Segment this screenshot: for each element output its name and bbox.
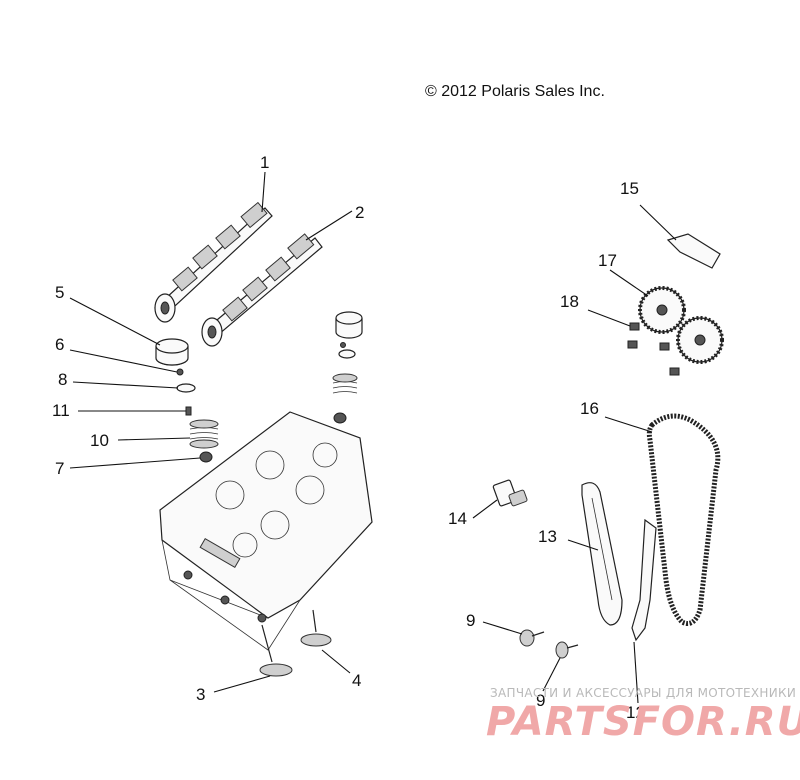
chain-tensioner-guide: [581, 482, 623, 626]
callout-15: 15: [620, 179, 639, 198]
callout-14: 14: [448, 509, 467, 528]
callout-16: 16: [580, 399, 599, 418]
valve-keeper-left: [176, 368, 184, 376]
chain-guide-upper: [666, 233, 721, 269]
callout-18: 18: [560, 292, 579, 311]
callout-6: 6: [55, 335, 64, 354]
callout-8: 8: [58, 370, 67, 389]
chain-guide-fixed: [631, 518, 657, 642]
sprocket-bolt: [669, 367, 680, 376]
tappet-bucket-left: [155, 338, 189, 366]
callout-12: 12: [626, 703, 645, 722]
callout-17: 17: [598, 251, 617, 270]
callout-5: 5: [55, 283, 64, 302]
sprocket-bolt: [629, 322, 640, 331]
valve-keeper-right: [340, 342, 346, 348]
callout-7: 7: [55, 459, 64, 478]
cam-sprocket-exhaust: [676, 316, 724, 364]
callout-9a: 9: [466, 611, 475, 630]
intake-valve: [259, 624, 293, 677]
callout-3: 3: [196, 685, 205, 704]
chain-tensioner: [492, 479, 528, 507]
spring-retainer-left: [176, 383, 196, 393]
guide-bolt: [555, 641, 579, 659]
callout-11: 11: [52, 401, 70, 420]
sprocket-bolt: [627, 340, 638, 349]
sprocket-bolt: [659, 342, 670, 351]
camshaft-exhaust: [201, 233, 323, 347]
callout-2: 2: [355, 203, 364, 222]
copyright-text: © 2012 Polaris Sales Inc.: [425, 83, 605, 100]
leader-lines: [69, 171, 677, 704]
cylinder-head: [159, 411, 373, 651]
valve-spring-right: [332, 373, 358, 394]
cam-chain: [646, 413, 721, 626]
valve-stem-seal-left: [199, 451, 213, 463]
guide-bolt: [519, 629, 545, 647]
valve-seal-small-left: [185, 406, 192, 416]
camshaft-intake: [154, 201, 273, 323]
exhaust-valve: [300, 609, 332, 647]
watermark-tagline: ЗАПЧАСТИ И АКСЕССУАРЫ ДЛЯ МОТОТЕХНИКИ: [490, 686, 796, 700]
callout-10: 10: [90, 431, 109, 450]
callout-4: 4: [352, 671, 361, 690]
tappet-bucket-right: [335, 311, 363, 339]
spring-retainer-right: [338, 349, 356, 359]
cam-sprocket-intake: [638, 286, 686, 334]
valve-stem-seal-right: [333, 412, 347, 424]
watermark-brand: PARTSFOR.RU: [486, 699, 800, 745]
callout-13: 13: [538, 527, 557, 546]
valve-spring-left: [189, 419, 219, 449]
callout-9b: 9: [536, 691, 545, 710]
callout-1: 1: [260, 153, 269, 172]
